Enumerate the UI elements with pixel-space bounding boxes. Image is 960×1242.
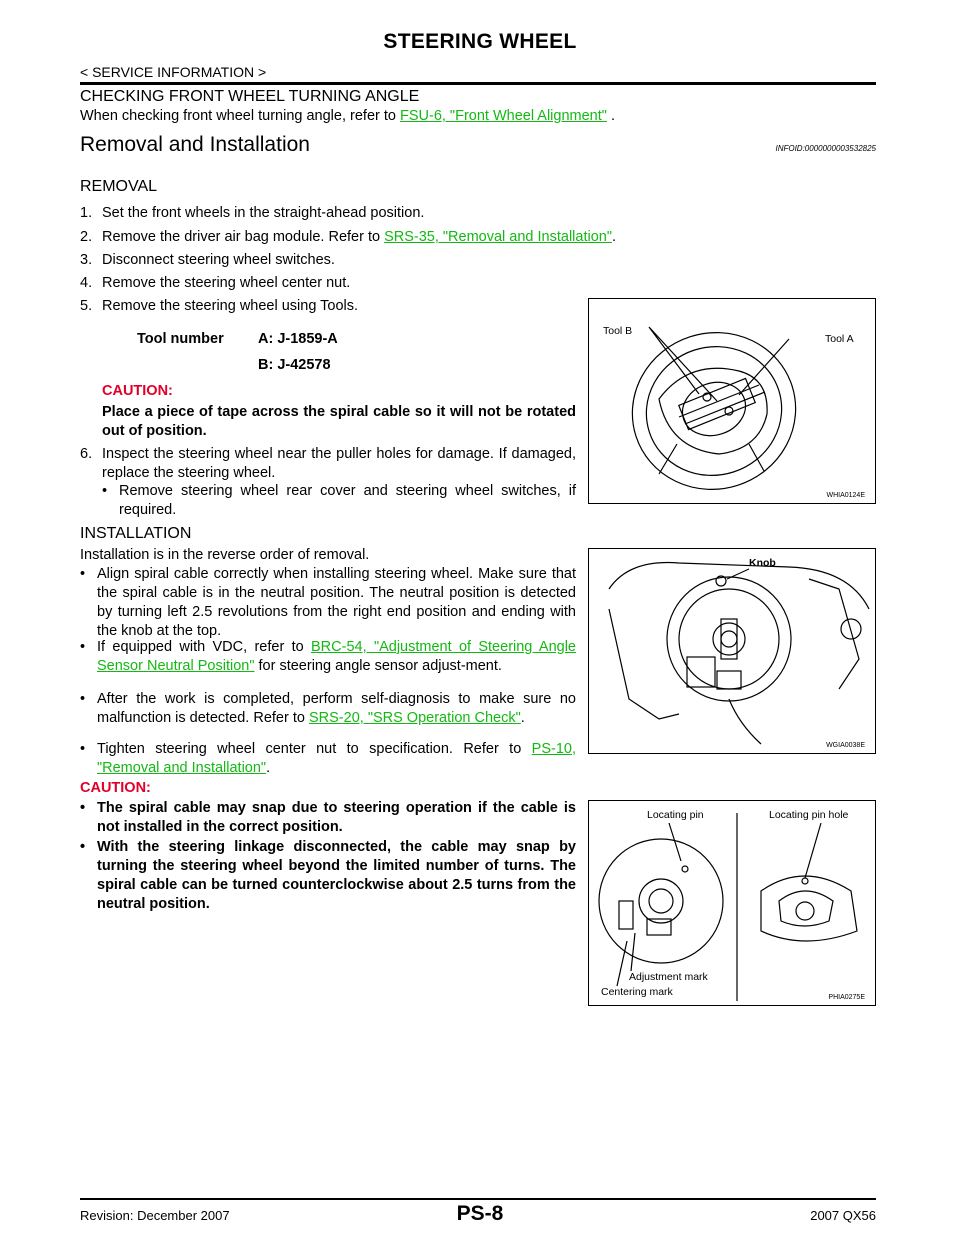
caution-text: With the steering linkage disconnected, … (97, 839, 576, 912)
step-text: Disconnect steering wheel switches. (102, 252, 335, 268)
checking-text: When checking front wheel turning angle,… (80, 107, 615, 126)
page-title: STEERING WHEEL (383, 30, 577, 53)
info-id: INFOID:0000000003532825 (775, 144, 876, 153)
figure-steering-wheel-tools: Tool B Tool A WHIA0124E (588, 298, 876, 504)
installation-bullet-3: • After the work is completed, perform s… (80, 690, 576, 728)
step-text: Inspect the steering wheel near the pull… (102, 446, 576, 481)
step-number: 1. (80, 205, 93, 221)
bullet-text: After the work is completed, perform sel… (80, 690, 576, 728)
bullet-dot: • (80, 691, 86, 707)
step-text: Remove the steering wheel center nut. (102, 275, 351, 291)
bullet-dot: • (80, 839, 86, 855)
link-fsu-6[interactable]: FSU-6, "Front Wheel Alignment" (399, 108, 607, 124)
bullet-text-before: Tighten steering wheel center nut to spe… (97, 741, 532, 757)
step-number: 4. (80, 275, 93, 291)
bullet-text: Tighten steering wheel center nut to spe… (80, 740, 576, 778)
installation-caution-1: • The spiral cable may snap due to steer… (80, 799, 576, 837)
spiral-cable-illustration (608, 561, 870, 745)
bullet-text-after: . (520, 710, 525, 726)
page-number: PS-8 (456, 1202, 504, 1225)
removal-step-4: 4. Remove the steering wheel center nut. (80, 274, 350, 293)
removal-step-2: 2. Remove the driver air bag module. Refe… (80, 228, 616, 247)
label-tool-a: Tool A (825, 333, 854, 345)
revision-date: Revision: December 2007 (80, 1208, 230, 1223)
bullet-text: Remove steering wheel rear cover and ste… (119, 483, 576, 518)
locating-pin-illustration (598, 813, 858, 1001)
removal-heading: REMOVAL (80, 178, 158, 195)
step-text-after: . (612, 229, 617, 245)
checking-heading: CHECKING FRONT WHEEL TURNING ANGLE (80, 88, 420, 105)
label-locating-pin: Locating pin (647, 809, 704, 821)
bullet-dot: • (80, 741, 86, 757)
section-title: Removal and Installation (80, 133, 310, 156)
breadcrumb: < SERVICE INFORMATION > (80, 64, 267, 80)
step-number: 5. (80, 298, 93, 314)
header-rule (80, 82, 876, 85)
bullet-dot: • (80, 639, 86, 655)
label-locating-pin-hole: Locating pin hole (769, 809, 849, 821)
figure-code: WHIA0124E (826, 492, 865, 499)
bullet-text: Align spiral cable correctly when instal… (97, 566, 576, 639)
installation-caution-2: • With the steering linkage disconnected… (80, 838, 576, 914)
bullet-dot: • (80, 800, 86, 816)
footer-rule (80, 1198, 876, 1200)
removal-step-1: 1. Set the front wheels in the straight-a… (80, 204, 424, 223)
bullet-text-before: After the work is completed, perform sel… (97, 691, 576, 726)
bullet-text: If equipped with VDC, refer to BRC-54, "… (80, 638, 576, 676)
bullet-dot: • (102, 483, 108, 499)
step-number: 6. (80, 446, 93, 462)
removal-caution-text: Place a piece of tape across the spiral … (102, 404, 576, 439)
bullet-text-after: for steering angle sensor adjust-ment. (254, 658, 502, 674)
installation-heading: INSTALLATION (80, 525, 192, 542)
step-text: Set the front wheels in the straight-ahe… (102, 205, 425, 221)
step-number: 3. (80, 252, 93, 268)
installation-caution-label: CAUTION: (80, 780, 151, 796)
tool-a-number: A: J-1859-A (258, 331, 338, 347)
removal-step-5: 5. Remove the steering wheel using Tools. (80, 297, 358, 316)
removal-step-3: 3. Disconnect steering wheel switches. (80, 251, 335, 270)
checking-text-before: When checking front wheel turning angle,… (80, 108, 400, 124)
step-text: Remove the driver air bag module. Refer … (102, 229, 385, 245)
tool-number-label: Tool number (137, 331, 224, 347)
bullet-dot: • (80, 566, 86, 582)
link-srs-35[interactable]: SRS-35, "Removal and Installation" (384, 229, 612, 245)
bullet-text-after: . (266, 760, 271, 776)
link-ps-10[interactable]: PS-10, "Removal and Installation" (97, 741, 576, 776)
label-centering-mark: Centering mark (601, 986, 673, 998)
removal-step-6-bullet: • Remove steering wheel rear cover and s… (102, 482, 576, 520)
label-knob: Knob (749, 557, 776, 569)
checking-text-after: . (606, 108, 615, 124)
model-year: 2007 QX56 (810, 1208, 876, 1223)
installation-intro: Installation is in the reverse order of … (80, 547, 370, 563)
step-text: Remove the steering wheel using Tools. (102, 298, 359, 314)
installation-bullet-4: • Tighten steering wheel center nut to s… (80, 740, 576, 778)
step-number: 2. (80, 229, 93, 245)
link-srs-20[interactable]: SRS-20, "SRS Operation Check" (308, 710, 521, 726)
bullet-text-before: If equipped with VDC, refer to (97, 639, 312, 655)
removal-caution-label: CAUTION: (102, 383, 173, 399)
steering-wheel-tools-illustration (631, 326, 797, 490)
figure-spiral-cable-knob: Knob WGIA0038E (588, 548, 876, 754)
installation-bullet-2: • If equipped with VDC, refer to BRC-54,… (80, 638, 576, 676)
tool-b-number: B: J-42578 (258, 357, 331, 373)
installation-bullet-1: • Align spiral cable correctly when inst… (80, 565, 576, 641)
label-adjustment-mark: Adjustment mark (629, 971, 708, 983)
figure-code: WGIA0038E (826, 742, 865, 749)
figure-locating-pin: Locating pin Locating pin hole Adjustmen… (588, 800, 876, 1006)
caution-text: The spiral cable may snap due to steerin… (97, 800, 576, 835)
label-tool-b: Tool B (603, 325, 633, 337)
link-brc-54[interactable]: BRC-54, "Adjustment of Steering Angle Se… (97, 639, 576, 674)
figure-code: PHIA0275E (828, 994, 865, 1001)
removal-step-6: 6. Inspect the steering wheel near the p… (80, 445, 576, 483)
